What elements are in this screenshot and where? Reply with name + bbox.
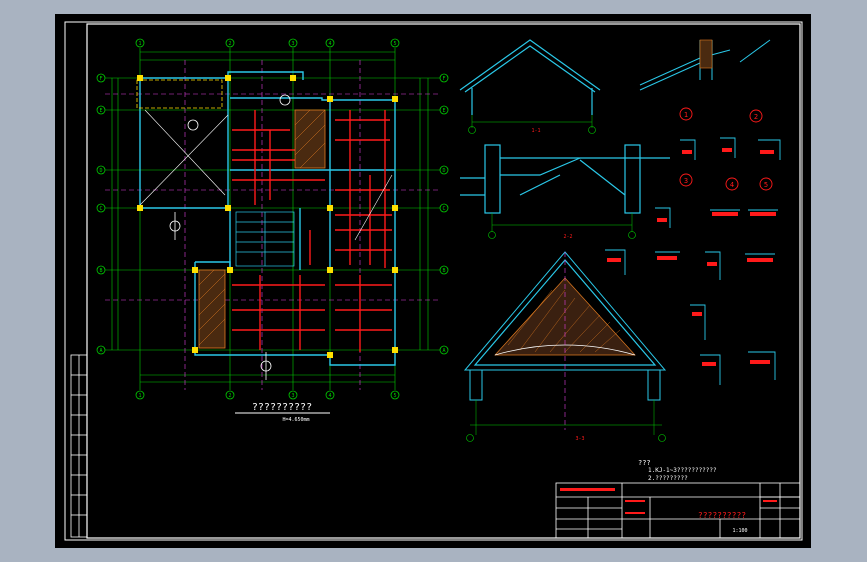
- axis-left-c: C: [99, 206, 102, 212]
- axis-labels: 1 2 3 4 5 1 2 3 4 5 F E D C B A F E D C …: [99, 41, 445, 399]
- axis-left-a: A: [99, 348, 102, 354]
- axis-right-d: D: [442, 168, 445, 174]
- axis-right-b: B: [442, 268, 445, 274]
- detail-marker-1: 1: [684, 111, 688, 119]
- slab-outline: [136, 79, 223, 109]
- axis-bubbles-right: [439, 73, 449, 355]
- detail-markers: [679, 107, 773, 191]
- plan-title: ??????????: [252, 402, 312, 413]
- plan-stair: [235, 211, 295, 267]
- axis-top-5: 5: [393, 41, 396, 47]
- left-title-strip: [70, 354, 88, 538]
- section-markers: [169, 94, 291, 380]
- axis-bubbles-top: [135, 38, 400, 48]
- axis-left-f: F: [99, 76, 102, 82]
- axis-right-e: E: [442, 108, 445, 114]
- title-block: [555, 482, 801, 539]
- axis-bubbles-left: [96, 73, 106, 355]
- stair-section: 2-2: [460, 144, 670, 240]
- gable-section: 3-3: [463, 251, 667, 442]
- detail-marker-labels: 1 2 3 4 5: [684, 111, 768, 189]
- axis-right-f: F: [442, 76, 445, 82]
- title-block-fills: [560, 488, 777, 514]
- hatched-walls: [198, 109, 326, 349]
- axis-top-1: 1: [138, 41, 141, 47]
- axis-left-d: D: [99, 168, 102, 174]
- axis-top-2: 2: [228, 41, 231, 47]
- stair-section-label: 2-2: [563, 234, 572, 240]
- rebar-dots: [607, 148, 776, 366]
- plan-diagonals: [139, 109, 393, 241]
- detail-marker-4: 4: [730, 181, 734, 189]
- notes-line-2: 2.?????????: [648, 475, 688, 482]
- drawing-scale: 1:100: [732, 528, 747, 534]
- axis-bottom-3: 3: [291, 393, 294, 399]
- eave-column: [699, 39, 713, 69]
- plan-columns: [137, 75, 398, 358]
- floor-plan: [105, 48, 440, 390]
- axis-left-e: E: [99, 108, 102, 114]
- notes-heading: ???: [638, 459, 651, 467]
- notes-line-1: 1.KJ-1~3???????????: [648, 467, 717, 474]
- axis-right-c: C: [442, 206, 445, 212]
- detail-marker-5: 5: [764, 181, 768, 189]
- axis-bubbles-bottom: [135, 390, 400, 400]
- roof-section: 1-1: [459, 39, 601, 134]
- notes-block: ??? 1.KJ-1~3??????????? 2.?????????: [638, 459, 717, 482]
- axis-left-b: B: [99, 268, 102, 274]
- axis-bottom-4: 4: [328, 393, 331, 399]
- gable-label: 3-3: [575, 436, 584, 442]
- sheet-outer-border: [64, 21, 803, 541]
- drawing-sheet: [55, 14, 811, 548]
- axis-bottom-2: 2: [228, 393, 231, 399]
- axis-bottom-5: 5: [393, 393, 396, 399]
- plan-subtitle: H=4.650mm: [282, 417, 309, 423]
- node-details: [605, 137, 781, 385]
- sheet-inner-border: [86, 23, 801, 539]
- axis-top-3: 3: [291, 41, 294, 47]
- axis-top-4: 4: [328, 41, 331, 47]
- axis-right-a: A: [442, 348, 445, 354]
- plan-beams: [232, 110, 392, 352]
- gable-hatch: [507, 289, 621, 353]
- detail-marker-3: 3: [684, 177, 688, 185]
- roof-section-label: 1-1: [531, 128, 540, 134]
- drawing-name: ??????????: [698, 511, 746, 520]
- detail-marker-2: 2: [754, 113, 758, 121]
- axis-bottom-1: 1: [138, 393, 141, 399]
